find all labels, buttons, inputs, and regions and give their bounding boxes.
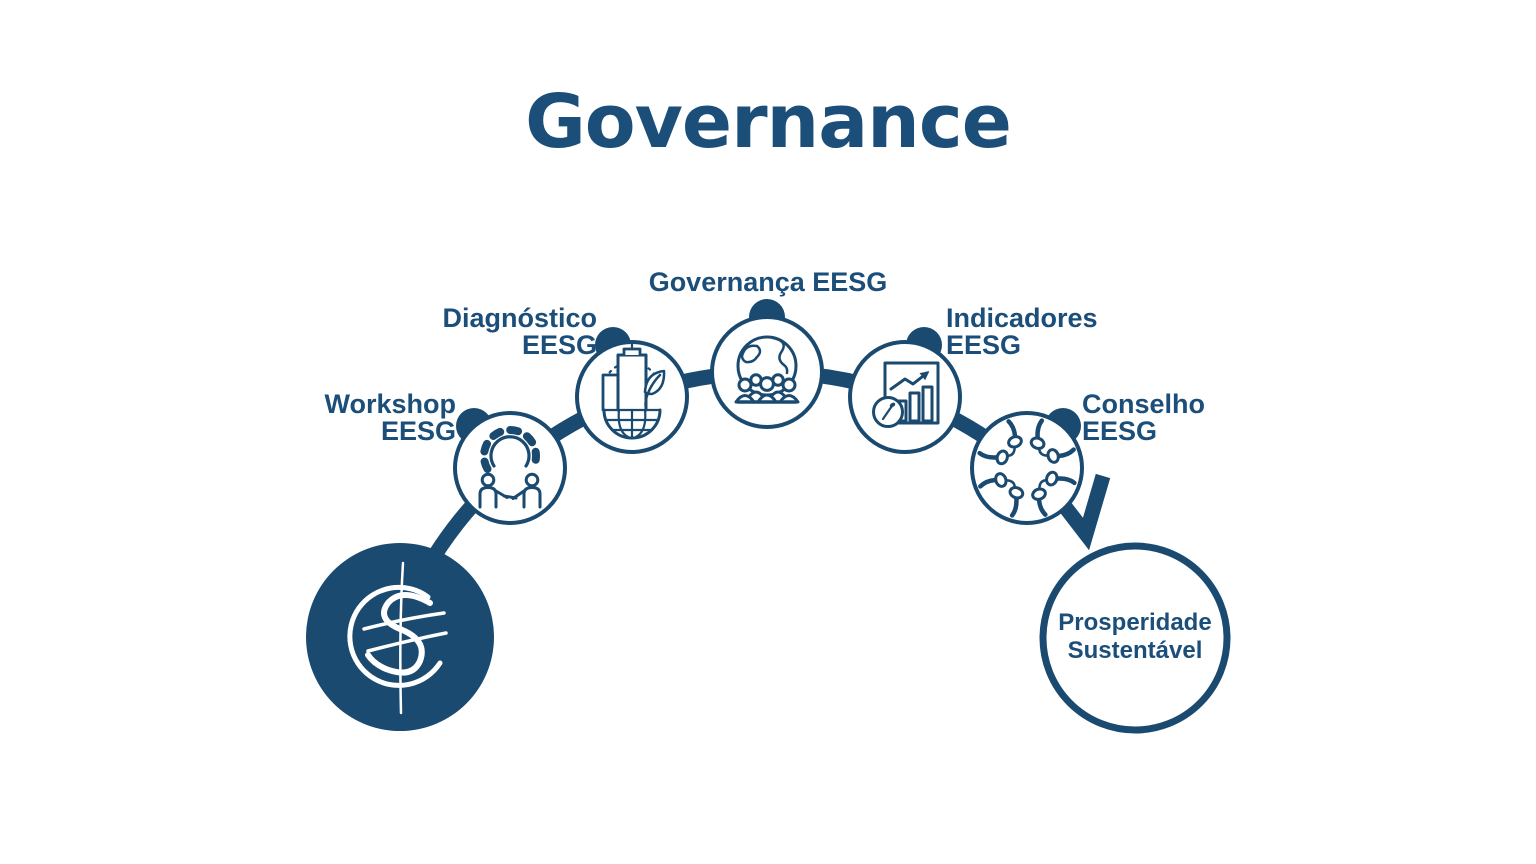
sustainable-city-globe-icon xyxy=(601,341,666,440)
company-monogram-logo xyxy=(347,561,448,715)
end-node-label-line2: Sustentável xyxy=(1068,637,1203,664)
step-label-indicadores-line1: Indicadores xyxy=(946,303,1098,333)
step-node-workshop xyxy=(453,411,567,525)
step-node-governanca xyxy=(710,315,824,429)
step-label-workshop-line1: Workshop xyxy=(324,389,456,419)
gear-handshake-icon xyxy=(478,425,542,509)
step-node-conselho xyxy=(970,411,1084,525)
end-node-circle xyxy=(1039,542,1231,734)
start-node-logo xyxy=(306,543,494,731)
step-label-diagnostico-line2: EESG xyxy=(522,330,597,360)
step-label-diagnostico-line1: Diagnóstico xyxy=(442,303,597,333)
step-label-conselho-line2: EESG xyxy=(1082,416,1157,446)
globe-people-icon xyxy=(734,335,800,404)
step-label-conselho-line1: Conselho xyxy=(1082,389,1205,419)
bar-chart-growth-icon xyxy=(872,361,940,428)
step-label-governanca-line1: Governança EESG xyxy=(649,267,888,297)
step-label-workshop-line2: EESG xyxy=(381,416,456,446)
end-node-prosperidade: Prosperidade Sustentável xyxy=(1039,542,1231,734)
step-label-indicadores-line2: EESG xyxy=(946,330,1021,360)
page-title: Governance xyxy=(525,79,1011,165)
end-node-label-line1: Prosperidade xyxy=(1058,609,1211,636)
